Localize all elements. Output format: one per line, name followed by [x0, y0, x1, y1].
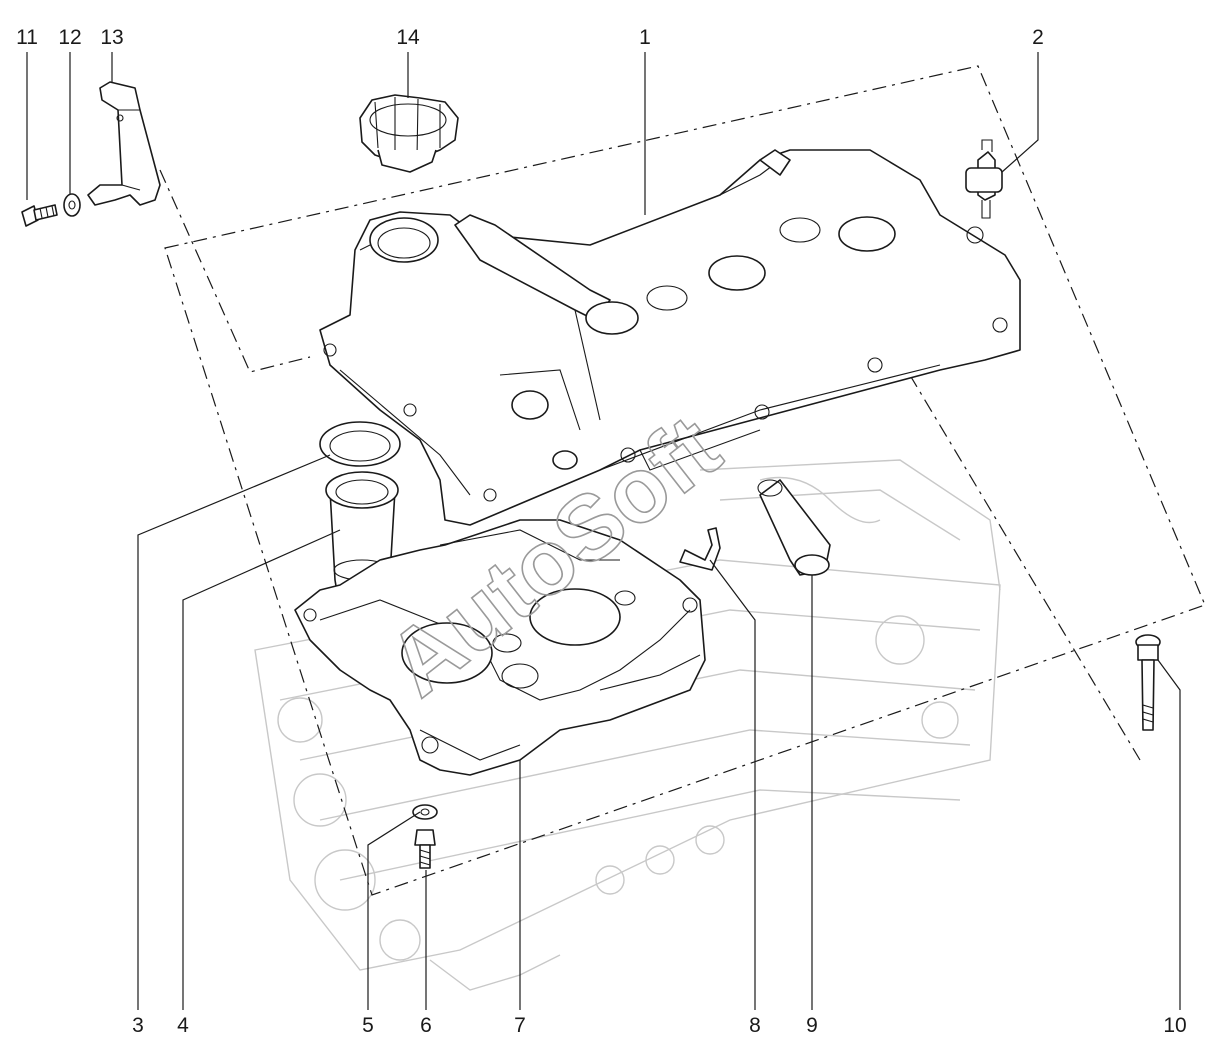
washer [412, 804, 438, 820]
breather-hose [757, 479, 831, 576]
callout-8: 8 [749, 1014, 761, 1037]
callout-numbers: 11 12 13 14 1 2 3 4 5 6 7 8 9 10 [16, 26, 1187, 1037]
stud-bolt [965, 139, 1003, 219]
callout-5: 5 [362, 1014, 374, 1037]
assembly-boundary-lines [159, 65, 1206, 896]
callout-13: 13 [100, 26, 123, 49]
callout-9: 9 [806, 1014, 818, 1037]
leader-lines [26, 52, 1181, 1010]
long-bolt [1135, 634, 1161, 731]
oil-filler-cap [359, 94, 459, 173]
callout-7: 7 [514, 1014, 526, 1037]
callout-10: 10 [1163, 1014, 1186, 1037]
callout-11: 11 [16, 26, 38, 49]
bracket-bolt [21, 204, 58, 227]
callout-4: 4 [177, 1014, 189, 1037]
callout-6: 6 [420, 1014, 432, 1037]
callout-1: 1 [639, 26, 651, 49]
bracket-washer [63, 193, 81, 217]
valve-cover [319, 149, 1021, 526]
bolt-small [414, 829, 436, 869]
callout-3: 3 [132, 1014, 144, 1037]
callout-12: 12 [58, 26, 81, 49]
separator-plate [294, 519, 706, 776]
mounting-bracket [87, 81, 161, 206]
o-ring-seal [319, 421, 401, 467]
callout-14: 14 [396, 26, 420, 49]
breather-elbow [679, 527, 721, 571]
callout-2: 2 [1032, 26, 1044, 49]
